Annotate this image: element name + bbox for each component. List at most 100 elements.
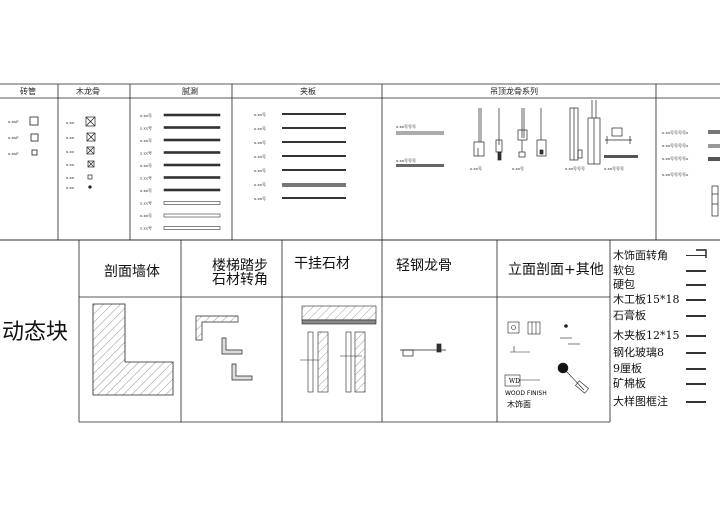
tiny-label: x.xx号号号 bbox=[565, 165, 585, 171]
edge-profiles: x.xx号号号号x x.xx号号号号x x.xx号号号号x x.xx号号号号x bbox=[662, 129, 720, 217]
tiny-label: x.xx号 bbox=[140, 200, 152, 206]
putty-bar bbox=[163, 226, 221, 230]
plywood-bar bbox=[282, 155, 346, 157]
brick-pipe-symbols: x.xxP x.xxP x.xxP bbox=[8, 116, 39, 156]
tiny-label: x.xx号 bbox=[254, 111, 266, 117]
dry-hang-stone-drawing bbox=[300, 305, 377, 393]
tiny-label: x.xx号 bbox=[470, 165, 482, 171]
bottom-panel-frame bbox=[0, 239, 720, 423]
putty-bar bbox=[163, 188, 221, 192]
material-label: 软包 bbox=[613, 263, 635, 277]
header-ceiling-keel: 吊顶龙骨系列 bbox=[490, 86, 538, 96]
dynamic-block-label: 动态块 bbox=[2, 320, 68, 345]
putty-bar bbox=[163, 213, 221, 218]
tiny-label: x.xx bbox=[66, 175, 75, 180]
putty-bar bbox=[163, 176, 221, 179]
putty-bar bbox=[163, 113, 221, 117]
tiny-label: x.xx号 bbox=[140, 162, 152, 168]
wood-caption: 木饰面 bbox=[507, 399, 531, 409]
tiny-label: x.xx号号号号x bbox=[662, 142, 689, 148]
ceiling-keel-drawings: x.xx号号号 x.xx号号号 x.xx号 x.xx号 x.xx号号号 x.xx… bbox=[396, 100, 638, 171]
tiny-label: x.xx号 bbox=[140, 137, 152, 143]
header-stair-step: 楼梯踏步 bbox=[212, 258, 268, 274]
tiny-label: x.xx号 bbox=[254, 181, 266, 187]
tiny-label: x.xx号号号 bbox=[604, 165, 624, 171]
material-swatch bbox=[686, 352, 706, 354]
putty-bar bbox=[163, 138, 221, 142]
stair-step-drawing bbox=[195, 315, 253, 381]
light-steel-keel-drawing bbox=[400, 343, 446, 357]
material-swatch bbox=[686, 335, 706, 337]
putty-bars: x.xx号 x.xx号 x.xx号 x.xx号 x.xx号 x.xx号 x.xx号 x.xx号… bbox=[140, 112, 221, 231]
wood-keel-symbols: x.xx x.xx x.xx x.xx x.xx x.xx bbox=[66, 116, 96, 190]
wood-code: WOOD FINISH bbox=[505, 390, 547, 397]
tiny-label: x.xxP bbox=[8, 135, 19, 140]
plywood-bar bbox=[282, 127, 346, 129]
tiny-label: x.xx号 bbox=[140, 212, 152, 218]
elevation-symbols bbox=[504, 321, 589, 394]
material-label: 大样图框注 bbox=[613, 394, 668, 408]
tiny-label: x.xx号 bbox=[254, 195, 266, 201]
tiny-label: x.xx bbox=[66, 120, 75, 125]
header-stone-corner: 石材转角 bbox=[212, 272, 268, 288]
tiny-label: x.xx号 bbox=[254, 125, 266, 131]
tiny-label: x.xx号 bbox=[140, 125, 152, 131]
tiny-label: x.xxP bbox=[8, 151, 19, 156]
tiny-label: x.xx号号号号x bbox=[662, 129, 689, 135]
tiny-label: x.xx号 bbox=[254, 153, 266, 159]
tiny-label: x.xx号号号 bbox=[396, 123, 416, 129]
square-symbol bbox=[31, 149, 38, 156]
tiny-label: x.xx bbox=[66, 135, 75, 140]
tiny-label: x.xx号 bbox=[140, 175, 152, 181]
square-symbol bbox=[29, 116, 39, 126]
material-swatch bbox=[686, 270, 706, 272]
material-swatch bbox=[686, 315, 706, 317]
tiny-label: x.xx号 bbox=[140, 225, 152, 231]
tiny-label: x.xx号号号号x bbox=[662, 155, 689, 161]
section-wall-l-shape bbox=[92, 303, 174, 396]
putty-bar bbox=[163, 126, 221, 129]
plywood-bar bbox=[282, 197, 346, 199]
material-label: 矿棉板 bbox=[613, 376, 646, 390]
wood-tag: WD bbox=[509, 378, 520, 385]
tiny-label: x.xx号 bbox=[512, 165, 524, 171]
tiny-label: x.xxP bbox=[8, 119, 19, 124]
top-panel-frame bbox=[0, 83, 720, 241]
header-light-steel-keel: 轻钢龙骨 bbox=[396, 258, 452, 274]
plywood-bar bbox=[282, 141, 346, 143]
material-label: 石膏板 bbox=[613, 308, 646, 322]
header-elevation-section: 立面剖面+其他 bbox=[508, 262, 604, 278]
material-label: 9厘板 bbox=[613, 361, 642, 375]
material-swatch bbox=[686, 383, 706, 385]
tiny-label: x.xx号 bbox=[140, 150, 152, 156]
material-swatch bbox=[686, 401, 706, 403]
putty-bar bbox=[163, 201, 221, 205]
material-swatch bbox=[686, 368, 706, 370]
putty-bar bbox=[163, 163, 221, 167]
square-symbol bbox=[30, 133, 39, 142]
tiny-label: x.xx bbox=[66, 162, 75, 167]
material-label: 木夹板12*15 bbox=[613, 328, 680, 342]
header-section-wall: 剖面墙体 bbox=[104, 264, 160, 280]
plywood-bar bbox=[282, 183, 346, 187]
material-label: 木饰面转角 bbox=[613, 248, 668, 262]
corner-marker bbox=[696, 249, 707, 258]
tiny-label: x.xx号 bbox=[140, 112, 152, 118]
material-label: 硬包 bbox=[613, 278, 635, 291]
header-brick-pipe: 砖管 bbox=[20, 86, 36, 96]
material-swatch bbox=[686, 299, 706, 301]
header-putty: 腻涮 bbox=[182, 86, 198, 96]
plywood-bar bbox=[282, 113, 346, 115]
header-plywood: 夹板 bbox=[300, 86, 316, 96]
tiny-label: x.xx bbox=[66, 149, 75, 154]
material-label: 木工板15*18 bbox=[613, 292, 680, 306]
material-label: 钢化玻璃8 bbox=[613, 345, 664, 359]
putty-bar bbox=[163, 151, 221, 154]
tiny-label: x.xx bbox=[66, 185, 75, 190]
tiny-label: x.xx号号号号x bbox=[662, 171, 689, 177]
header-wood-keel: 木龙骨 bbox=[76, 86, 100, 96]
material-swatch bbox=[686, 255, 706, 256]
